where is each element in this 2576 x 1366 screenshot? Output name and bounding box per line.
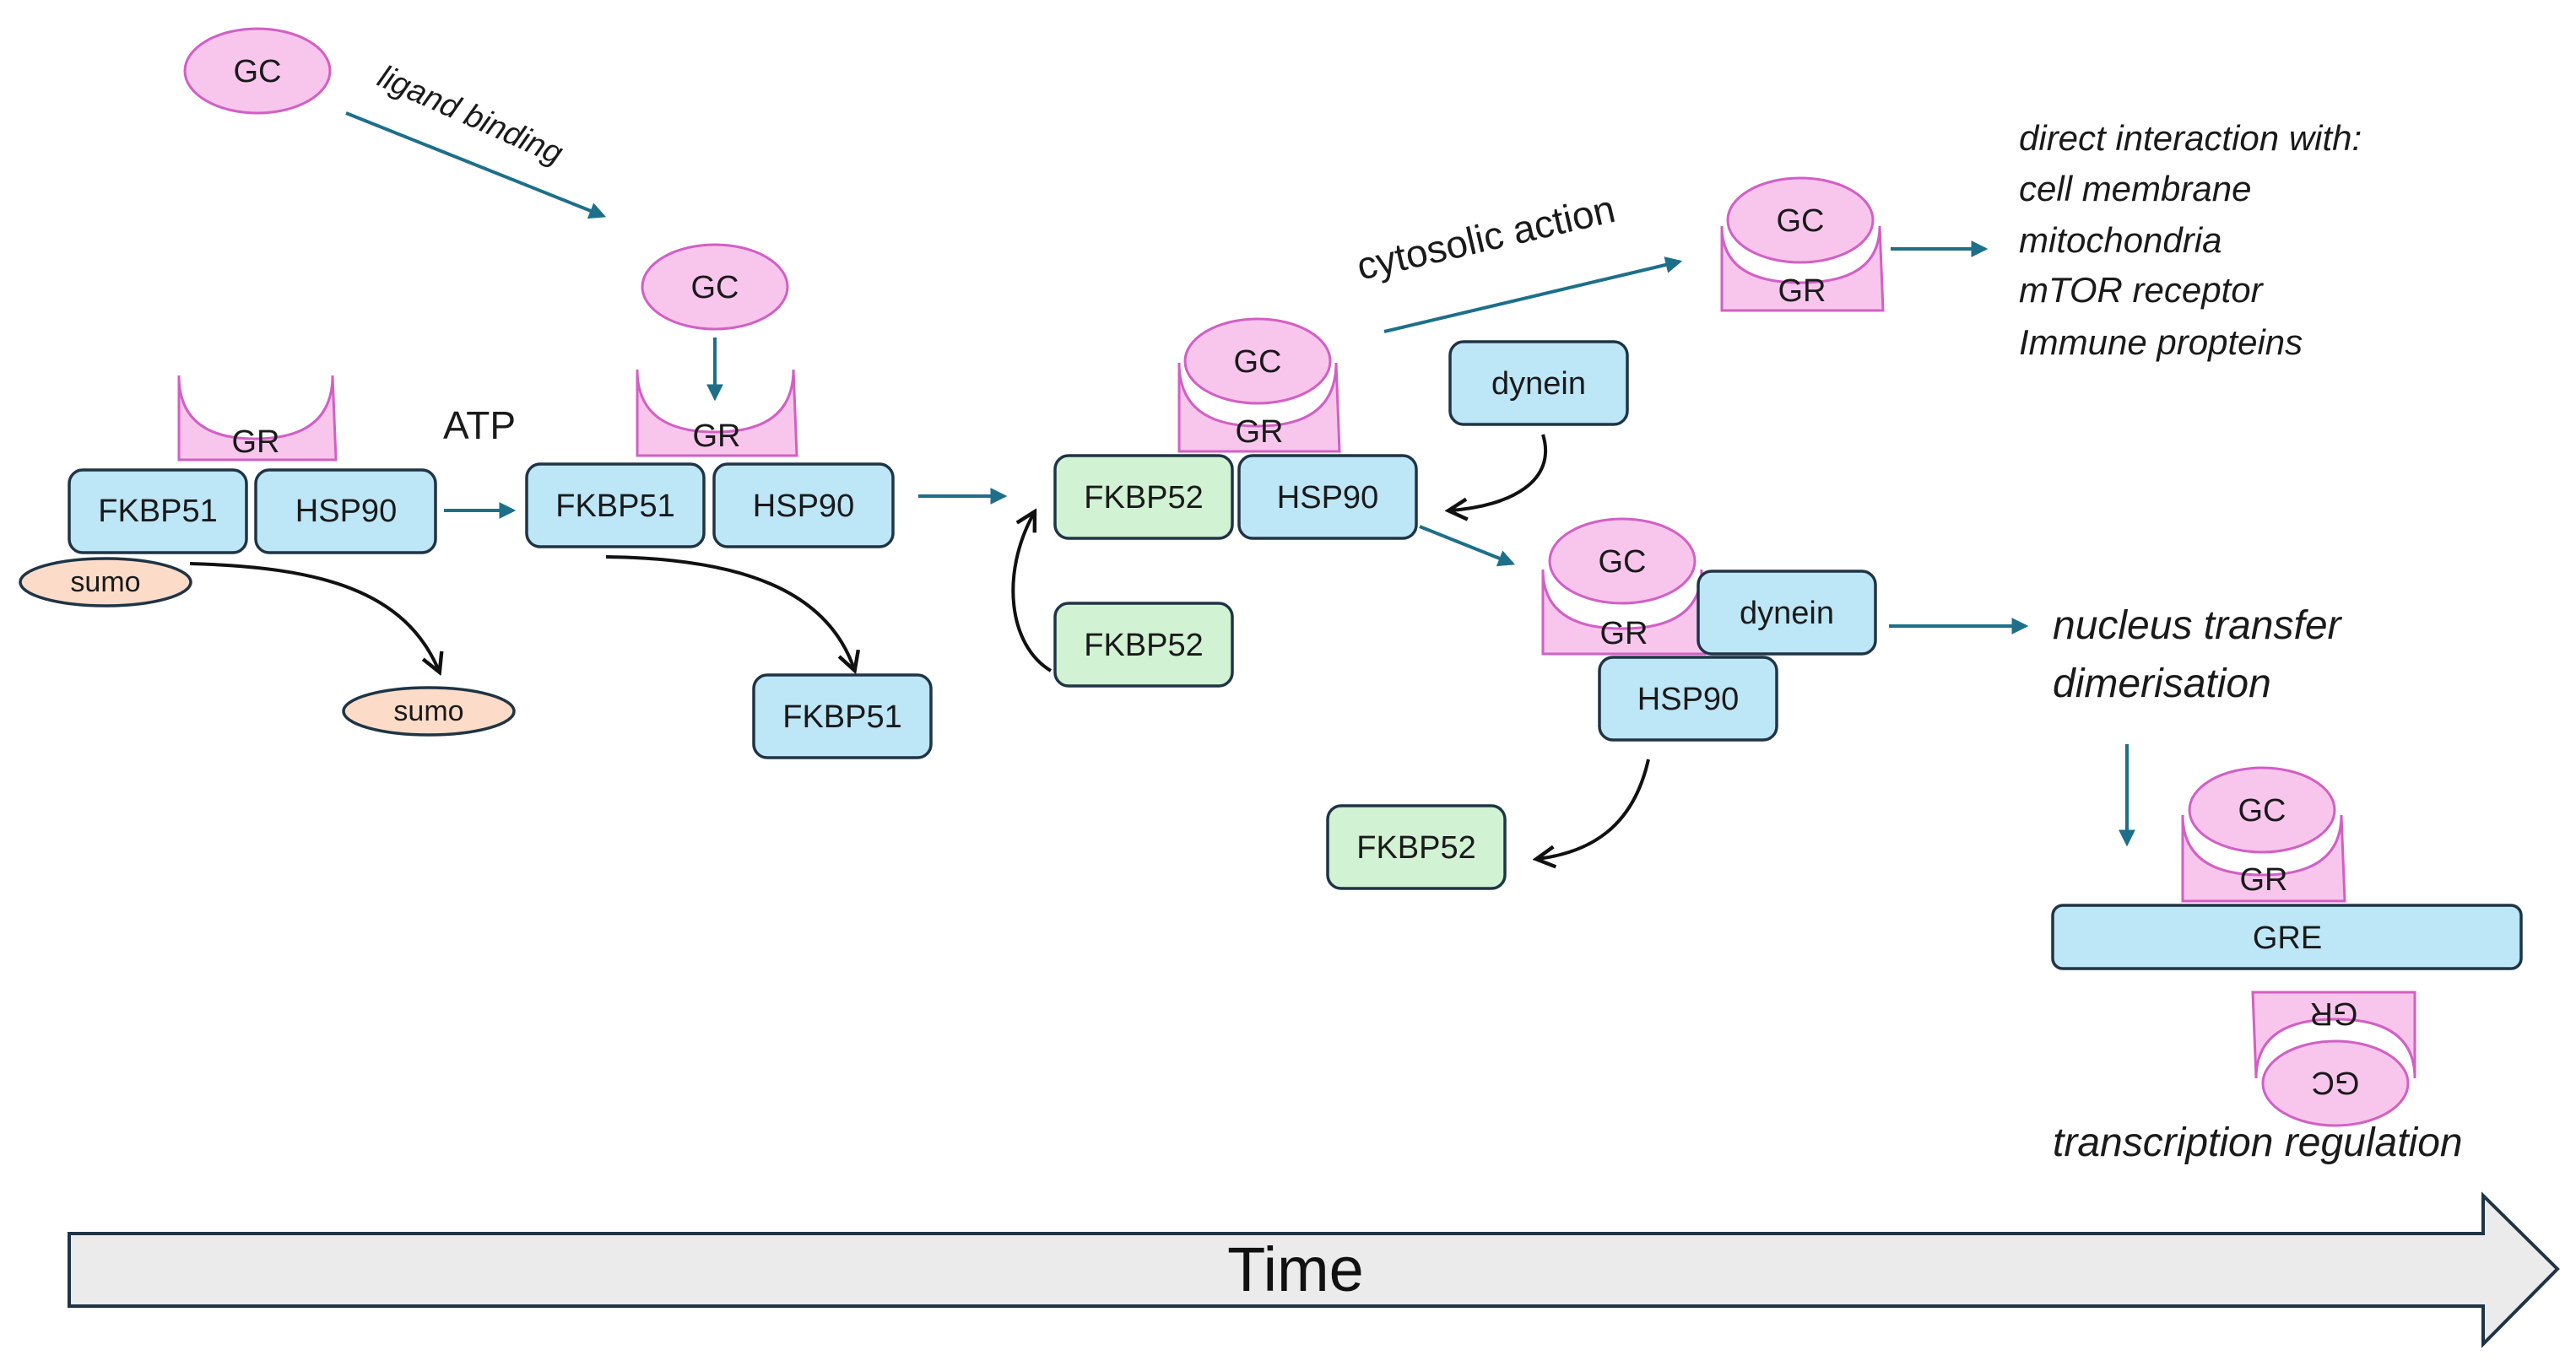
gr-receptor-top [2181, 814, 2346, 903]
time-arrow [68, 1191, 2560, 1348]
gr-label: GR [232, 424, 280, 460]
fkbp52-label-stage3: FKBP52 [1084, 480, 1204, 516]
gr-bottom-label: GR [2310, 996, 2358, 1031]
fkbp51-release-arrow [605, 555, 854, 669]
gc-ligand [183, 27, 332, 115]
gre-dimer-complex: GC GR GRE GC GR [2051, 766, 2523, 1127]
fkbp51-box [68, 468, 248, 554]
stage-2-complex: GC GR FKBP51 HSP90 [525, 243, 895, 548]
gre-box [2051, 904, 2523, 970]
fkbp52-incoming: FKBP52 [1053, 602, 1234, 688]
fkbp51-free: FKBP51 [752, 673, 933, 759]
gr-receptor-bottom [2251, 991, 2416, 1079]
gc-ligand-label: GC [234, 54, 282, 89]
transcription-regulation-label: transcription regulation [2053, 1120, 2463, 1165]
sumo-free-label: sumo [393, 695, 463, 727]
dimerisation-label: dimerisation [2053, 661, 2271, 706]
fkbp51-label-stage2: FKBP51 [555, 489, 675, 524]
sumo-free-ellipse [342, 686, 516, 737]
time-label: Time [1227, 1234, 1364, 1304]
gr-label-stage2: GR [693, 418, 741, 454]
hsp90-box [254, 468, 437, 554]
direct-interaction-item-immune-proteins: Immune propteins [2019, 322, 2303, 362]
fkbp52-incoming-label: FKBP52 [1084, 628, 1204, 663]
gc-stage2 [641, 243, 789, 331]
fkbp52-free-box [1326, 804, 1507, 890]
fkbp52-incoming-box [1053, 602, 1234, 688]
gc-stage3-label: GC [1234, 344, 1282, 380]
gc-stage4 [1548, 517, 1697, 605]
gr-receptor-stage2 [636, 369, 798, 457]
cytosolic-gc-gr: GC GR [1720, 176, 1885, 312]
gc-cytosolic-label: GC [1777, 203, 1825, 239]
gr-label-cytosolic: GR [1778, 273, 1826, 309]
cytosolic-action-label: cytosolic action [1353, 186, 1620, 289]
hsp90-label: HSP90 [295, 494, 397, 529]
gc-stage3 [1183, 317, 1332, 405]
cytosolic-action-arrow [1383, 256, 1683, 333]
dynein-incoming-label: dynein [1491, 366, 1586, 402]
gr-top-label: GR [2240, 862, 2288, 898]
free-gc: GC [183, 27, 332, 115]
direct-interaction-list: direct interaction with: cell membrane m… [2019, 118, 2362, 362]
ligand-binding-label: ligand binding [372, 59, 567, 172]
direct-interaction-item-mtor-receptor: mTOR receptor [2019, 270, 2265, 310]
gr-bottom-inverted: GC GR [2251, 991, 2416, 1127]
atp-label: ATP [443, 403, 516, 447]
fkbp51-free-label: FKBP51 [782, 699, 902, 735]
hsp90-box-stage2 [712, 462, 895, 548]
gc-top [2188, 766, 2336, 854]
gr-receptor-cytosolic [1720, 225, 1885, 312]
fkbp51-label: FKBP51 [98, 494, 218, 529]
dynein-incoming-box [1448, 340, 1629, 426]
hsp90-box-stage4 [1598, 656, 1778, 742]
dynein-label-stage4: dynein [1740, 596, 1834, 631]
gre-label: GRE [2253, 921, 2322, 956]
stage3-to-stage4-arrow [1419, 525, 1516, 567]
sumo-release-arrow [189, 562, 439, 671]
hsp90-box-stage3 [1237, 454, 1418, 540]
gr-receptor-stage3 [1177, 362, 1341, 453]
dynein-incoming: dynein [1448, 340, 1629, 426]
sumo-bound-label: sumo [70, 566, 140, 598]
gr-receptor [177, 375, 338, 462]
ligand-binding-arrow [345, 111, 607, 219]
direct-interaction-heading: direct interaction with: [2019, 118, 2362, 158]
sumo-bound [19, 557, 192, 607]
direct-interaction-item-cell-membrane: cell membrane [2019, 169, 2251, 208]
gc-cytosolic [1726, 176, 1875, 264]
fkbp51-free-box [752, 673, 933, 759]
hsp90-label-stage2: HSP90 [753, 489, 854, 524]
gc-stage4-label: GC [1599, 544, 1647, 580]
gc-top-label: GC [2238, 793, 2286, 829]
stage-1-complex: GR FKBP51 HSP90 sumo [19, 375, 437, 607]
gc-bottom [2261, 1039, 2410, 1127]
hsp90-label-stage3: HSP90 [1277, 480, 1378, 516]
dynein-box-stage4 [1697, 570, 1877, 656]
direct-interaction-item-mitochondria: mitochondria [2019, 220, 2222, 260]
nucleus-transfer-label: nucleus transfer [2053, 603, 2343, 648]
fkbp52-free: FKBP52 [1326, 804, 1507, 890]
gc-bottom-label: GC [2312, 1065, 2360, 1100]
hsp90-label-stage4: HSP90 [1637, 682, 1739, 717]
sumo-free: sumo [342, 686, 516, 737]
fkbp52-free-label: FKBP52 [1356, 830, 1476, 866]
fkbp52-box-stage3 [1053, 454, 1234, 540]
dynein-recruit-arrow [1450, 434, 1548, 510]
fkbp52-recruit-arrow [1011, 513, 1053, 672]
stage-4-complex: GC GR dynein HSP90 [1541, 517, 1877, 742]
gr-label-stage3: GR [1236, 414, 1284, 450]
fkbp52-release-arrow [1538, 759, 1650, 859]
stage-3-complex: GC GR FKBP52 HSP90 [1053, 317, 1418, 540]
gc-stage2-label: GC [691, 270, 739, 305]
gr-label-stage4: GR [1600, 616, 1648, 651]
fkbp51-box-stage2 [525, 462, 706, 548]
